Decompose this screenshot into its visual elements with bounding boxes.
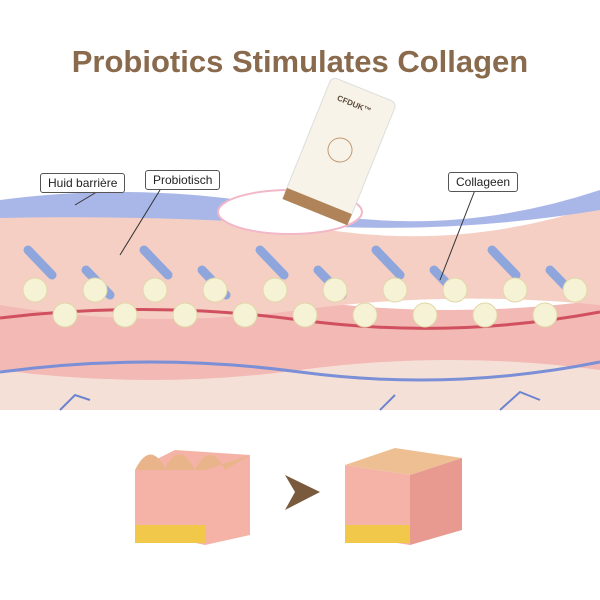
probiotic-molecule [139, 245, 173, 280]
collagen-ball [52, 302, 78, 328]
collagen-ball [202, 277, 228, 303]
page-title: Probiotics Stimulates Collagen [71, 44, 529, 79]
wrinkled-skin-block [135, 450, 250, 545]
probiotic-molecule [255, 245, 289, 280]
probiotic-molecule [487, 245, 521, 280]
collagen-ball [532, 302, 558, 328]
label-skin-barrier: Huid barrière [40, 173, 126, 193]
collagen-ball [442, 277, 468, 303]
collagen-ball [352, 302, 378, 328]
collagen-ball [262, 277, 288, 303]
collagen-ball [292, 302, 318, 328]
probiotic-molecule [23, 245, 57, 280]
collagen-ball [82, 277, 108, 303]
label-collagen: Collageen [448, 172, 519, 192]
collagen-ball [232, 302, 258, 328]
collagen-ball [562, 277, 588, 303]
blood-vessel [0, 360, 600, 382]
collagen-ball [412, 302, 438, 328]
collagen-ball [322, 277, 348, 303]
collagen-ball [472, 302, 498, 328]
collagen-ball [172, 302, 198, 328]
collagen-ball [22, 277, 48, 303]
collagen-ball [502, 277, 528, 303]
collagen-ball [142, 277, 168, 303]
probiotic-molecule [371, 245, 405, 280]
arrow-icon [285, 475, 320, 510]
collagen-ball [112, 302, 138, 328]
label-probiotic: Probiotisch [145, 170, 221, 190]
collagen-ball [382, 277, 408, 303]
skin-barrier-layer [0, 190, 600, 228]
cream-tube: CFDUK™ [282, 77, 396, 226]
smooth-skin-block [345, 448, 462, 545]
